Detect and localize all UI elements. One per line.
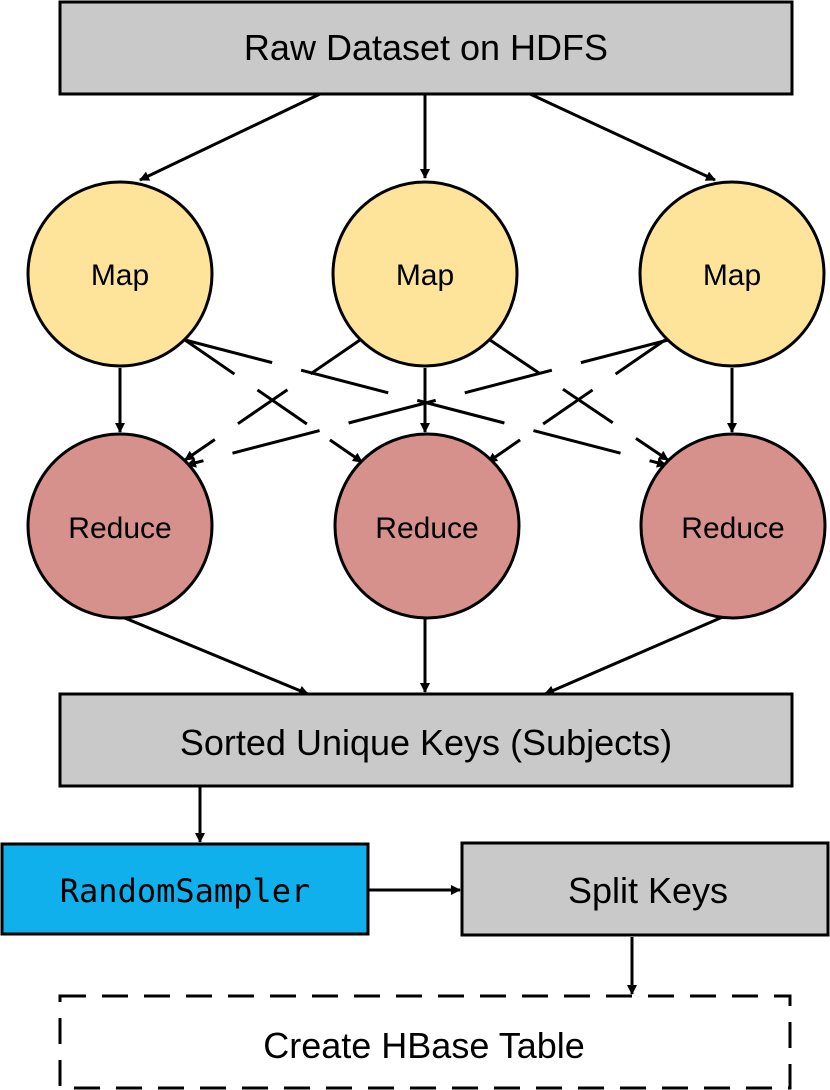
map-node-1: Map [26,180,214,368]
source-box-label: Raw Dataset on HDFS [244,27,608,68]
reduce-node-1-label: Reduce [68,512,171,545]
sorted-keys-box: Sorted Unique Keys (Subjects) [58,692,794,788]
reduce-node-1: Reduce [26,432,214,620]
split-keys-box: Split Keys [460,841,830,937]
reduce-node-2-label: Reduce [375,512,478,545]
split-keys-box-label: Split Keys [568,870,728,911]
edge-map2-reduce1 [184,338,361,462]
edges-map-to-reduce [115,338,737,468]
create-hbase-table-box: Create HBase Table [58,994,792,1090]
reduce-node-3: Reduce [639,432,827,620]
edge-map3-reduce1 [186,338,669,468]
random-sampler-box-label: RandomSampler [60,872,310,910]
map-node-3: Map [638,180,826,368]
source-box: Raw Dataset on HDFS [58,0,794,96]
edges-source-to-map [139,92,716,182]
edges-reduce-to-sorted [119,614,726,696]
edge-source-map-1 [139,92,321,182]
sorted-keys-box-label: Sorted Unique Keys (Subjects) [180,722,672,763]
edge-reduce3-sorted [544,614,726,696]
edge-reduce1-sorted [119,614,309,696]
map-node-2: Map [331,180,519,368]
reduce-node-3-label: Reduce [681,512,784,545]
edge-map3-reduce2 [487,338,666,464]
create-hbase-table-box-label: Create HBase Table [263,1025,585,1066]
map-node-2-label: Map [396,259,454,292]
map-node-1-label: Map [91,259,149,292]
reduce-node-2: Reduce [333,432,521,620]
random-sampler-box: RandomSampler [0,842,370,936]
map-node-3-label: Map [703,259,761,292]
edges-lower-pipeline [195,786,637,995]
edge-source-map-3 [529,92,716,182]
